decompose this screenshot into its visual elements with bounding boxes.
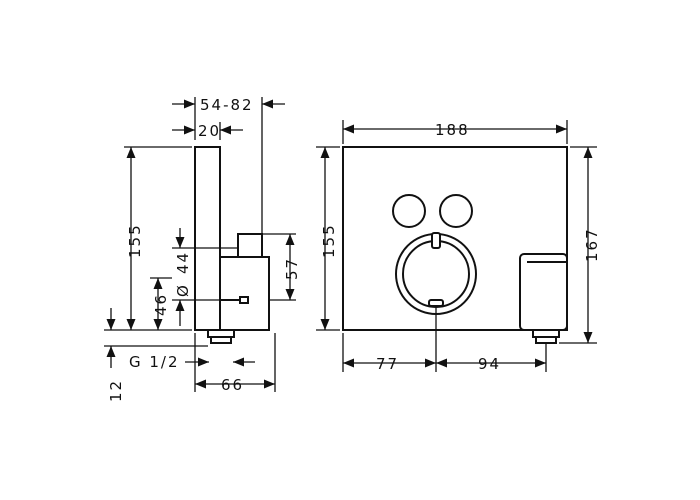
dim-188-label: 188: [435, 121, 470, 139]
dim-diameter-symbol: Ø: [174, 283, 192, 297]
side-outlet-tip: [210, 336, 232, 344]
knob-indicator-top: [431, 232, 441, 249]
knob-indicator-bottom: [428, 299, 444, 307]
push-button-right: [439, 194, 473, 228]
side-view: 54-82 20 155 44 Ø 57: [104, 96, 301, 402]
dim-155-side-label: 155: [126, 223, 144, 258]
dim-46-label: 46: [152, 293, 170, 316]
side-outlet: [207, 329, 235, 338]
side-nub: [239, 296, 249, 304]
thread-g12-label: G 1/2: [129, 353, 180, 371]
side-plate: [194, 146, 221, 331]
hose-holder: [519, 253, 568, 331]
dim-12-label: 12: [107, 379, 125, 402]
front-view: 188 155 167 77 94: [316, 120, 601, 373]
dim-66-label: 66: [221, 376, 244, 394]
front-outlet-tip: [535, 336, 557, 344]
push-button-left: [392, 194, 426, 228]
side-body: [220, 256, 270, 331]
dim-44-label: 44: [174, 251, 192, 274]
side-connector: [237, 233, 263, 258]
dim-54-82-label: 54-82: [200, 96, 254, 114]
dim-77-label: 77: [376, 355, 399, 373]
front-outlet: [532, 329, 560, 338]
dim-94-label: 94: [478, 355, 501, 373]
dim-155-front-label: 155: [320, 223, 338, 258]
dim-167-label: 167: [583, 227, 601, 262]
dim-20-label: 20: [198, 122, 221, 140]
dim-57-label: 57: [283, 257, 301, 280]
